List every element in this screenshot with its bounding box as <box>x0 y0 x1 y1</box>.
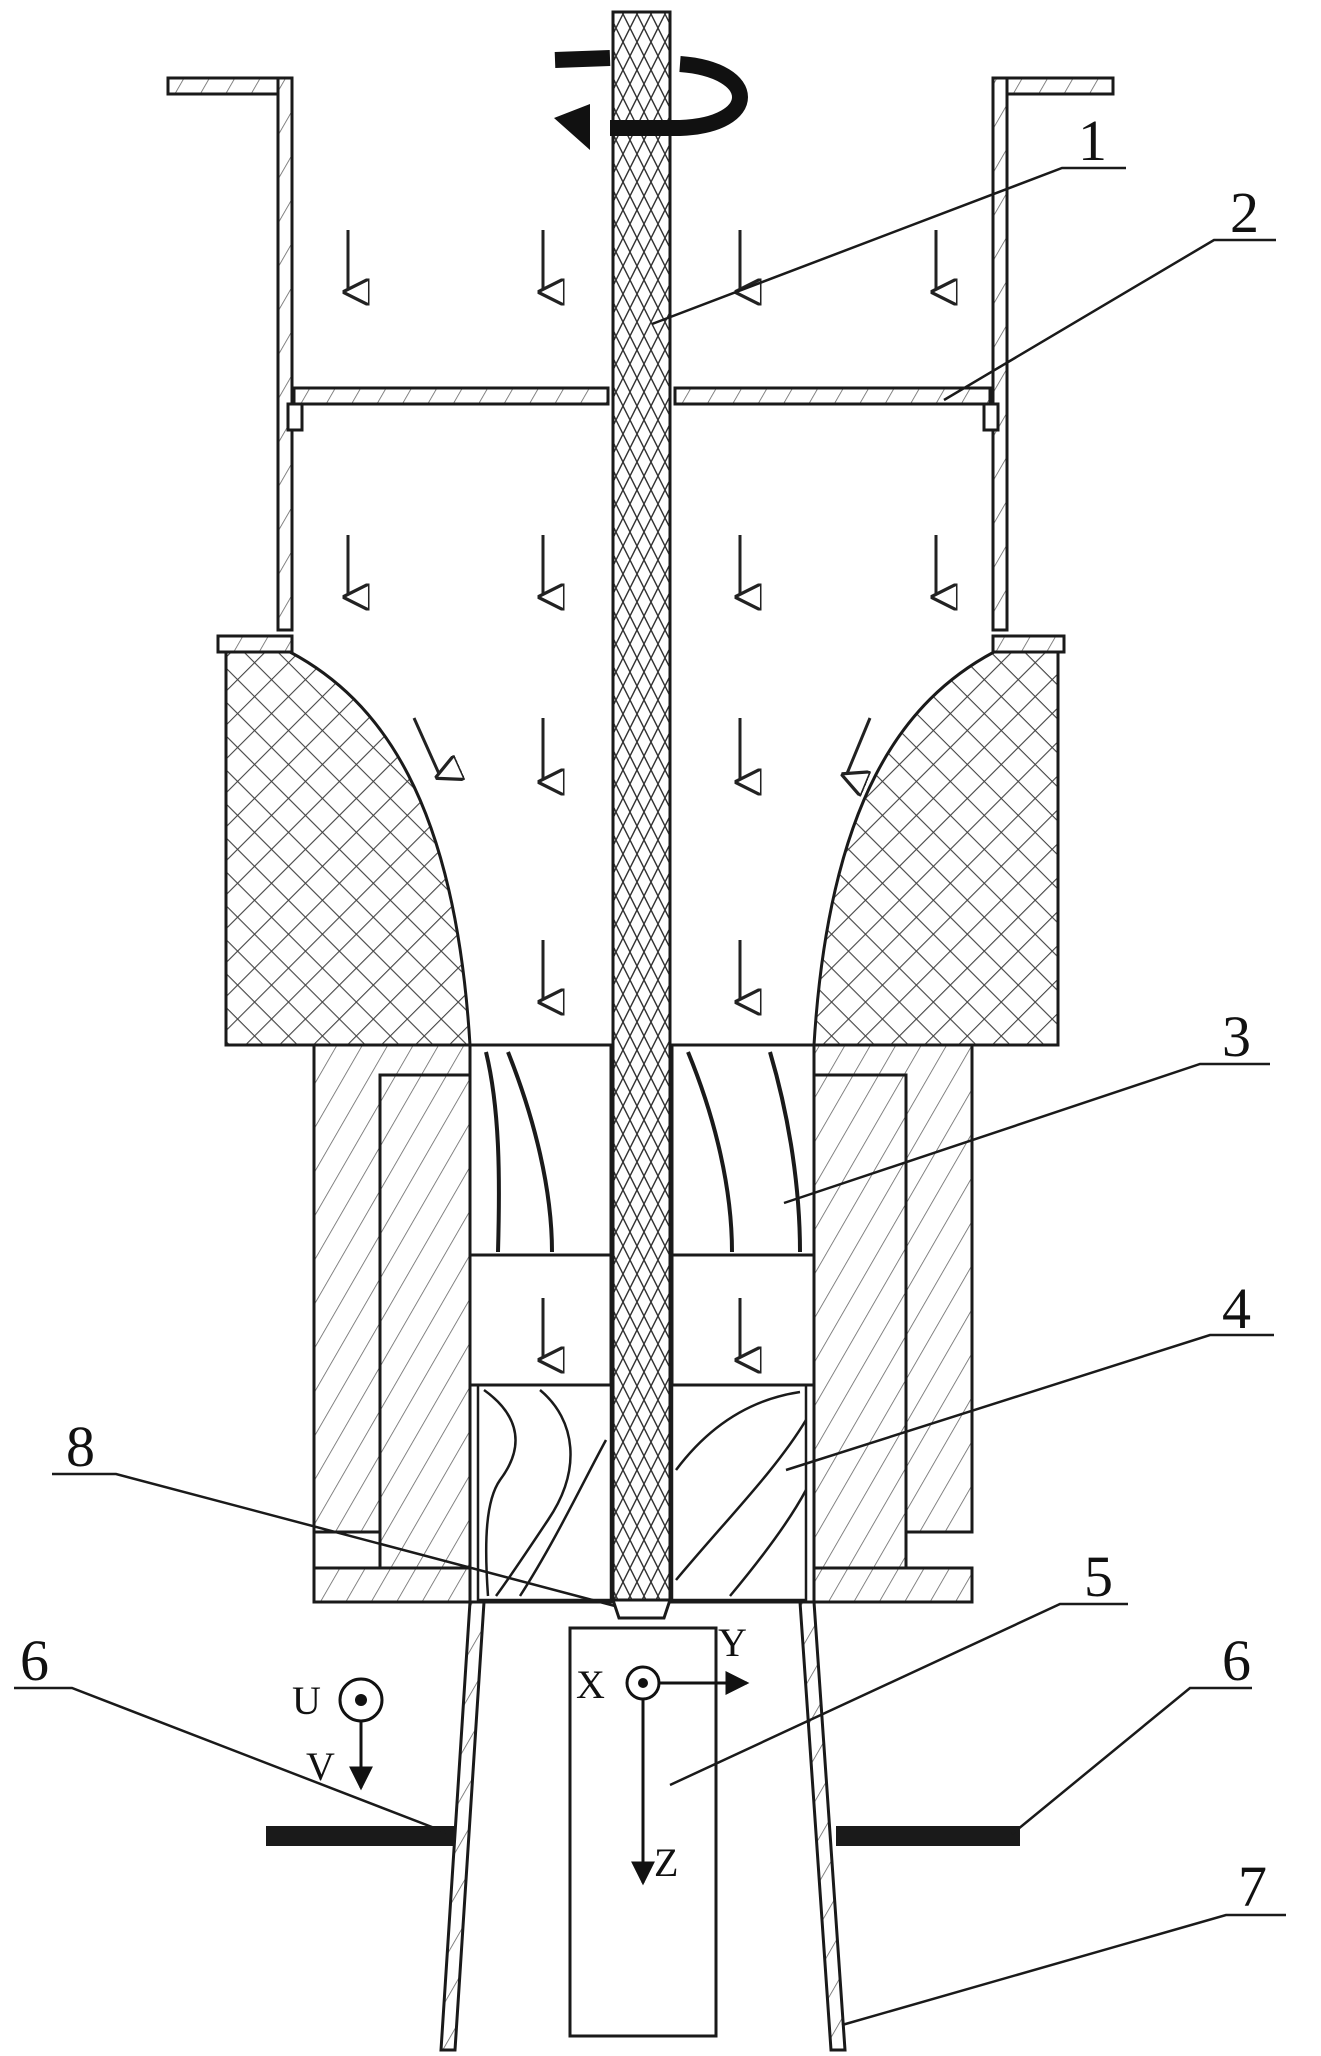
upper-housing <box>166 76 1115 654</box>
support-bars <box>266 1826 1020 1846</box>
inlet-nozzle-blocks <box>224 650 1060 1047</box>
collector-tube <box>439 1600 847 2052</box>
axis-label-y: Y <box>718 1620 747 1665</box>
label-part-7: 7 <box>1238 1854 1267 1919</box>
label-part-5: 5 <box>1084 1544 1113 1609</box>
axis-label-x: X <box>576 1662 605 1707</box>
axis-label-z: Z <box>654 1840 678 1885</box>
axis-label-u: U <box>292 1678 321 1723</box>
shaft-tip <box>610 1598 673 1620</box>
label-part-6-right: 6 <box>1222 1628 1251 1693</box>
uv-axes <box>338 1677 384 1791</box>
label-part-1: 1 <box>1078 108 1107 173</box>
flow-arrows <box>348 230 936 1360</box>
rotation-arrow-icon <box>554 50 748 150</box>
label-part-6-left: 6 <box>20 1628 49 1693</box>
rotating-shaft <box>611 10 672 1602</box>
label-part-8: 8 <box>66 1414 95 1479</box>
label-part-4: 4 <box>1222 1276 1251 1341</box>
axis-label-v: V <box>306 1744 335 1789</box>
baffle-plate <box>286 386 1000 432</box>
label-part-2: 2 <box>1230 180 1259 245</box>
lower-impeller <box>476 1383 808 1602</box>
x-axis-dot <box>638 1678 648 1688</box>
u-axis-dot <box>355 1694 367 1706</box>
label-part-3: 3 <box>1222 1004 1251 1069</box>
xyz-axes <box>625 1665 750 1886</box>
leader-lines <box>14 166 1286 2027</box>
